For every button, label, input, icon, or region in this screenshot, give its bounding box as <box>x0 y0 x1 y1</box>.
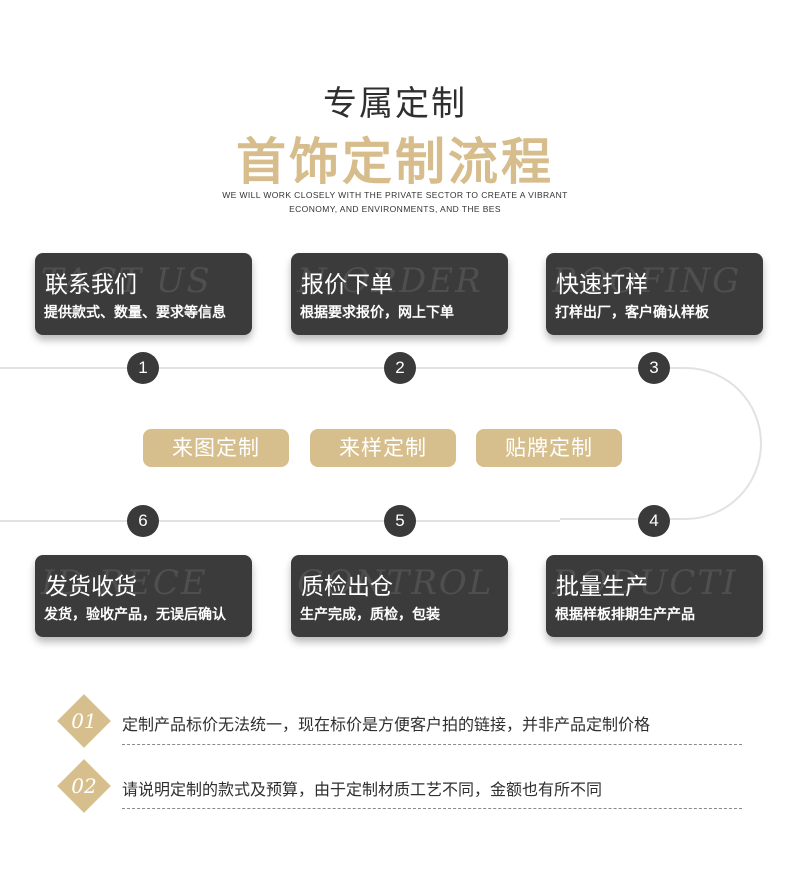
page-title: 首饰定制流程 <box>236 132 554 191</box>
subtitle: 专属定制 <box>323 84 467 124</box>
card-title: 发货收货 <box>45 574 137 600</box>
card-description: 生产完成，质检，包装 <box>300 607 440 623</box>
note-number: 02 <box>71 774 97 798</box>
card-description: 打样出厂，客户确认样板 <box>555 305 709 321</box>
tag-oem-branding: 贴牌定制 <box>476 429 622 467</box>
note-badge-01: 01 <box>56 693 112 749</box>
card-title: 质检出仓 <box>301 574 393 600</box>
step-node-4: 4 <box>638 505 670 537</box>
step-node-2: 2 <box>384 352 416 384</box>
card-title: 批量生产 <box>556 574 648 600</box>
card-title: 报价下单 <box>301 272 393 298</box>
tag-custom-from-sample: 来样定制 <box>310 429 456 467</box>
english-tagline-line-1: WE WILL WORK CLOSELY WITH THE PRIVATE SE… <box>222 190 568 200</box>
card-watermark: ROOFING <box>552 261 742 301</box>
card-watermark: N ORDER <box>297 261 483 301</box>
step-node-3: 3 <box>638 352 670 384</box>
process-track-top <box>0 367 560 369</box>
step-card-delivery: ID RECE 发货收货 发货，验收产品，无误后确认 <box>35 555 252 637</box>
step-card-proofing: ROOFING 快速打样 打样出厂，客户确认样板 <box>546 253 763 335</box>
card-watermark: ID RECE <box>41 563 208 603</box>
note-number: 01 <box>71 709 97 733</box>
step-node-5: 5 <box>384 505 416 537</box>
note-divider-1 <box>122 744 742 745</box>
step-card-quality-control: CONTROL 质检出仓 生产完成，质检，包装 <box>291 555 508 637</box>
tag-custom-from-drawing: 来图定制 <box>143 429 289 467</box>
step-card-contact: TACT US 联系我们 提供款式、数量、要求等信息 <box>35 253 252 335</box>
card-description: 发货，验收产品，无误后确认 <box>44 607 226 623</box>
step-card-quote-order: N ORDER 报价下单 根据要求报价，网上下单 <box>291 253 508 335</box>
card-description: 提供款式、数量、要求等信息 <box>44 305 226 321</box>
card-description: 根据样板排期生产产品 <box>555 607 695 623</box>
step-node-1: 1 <box>127 352 159 384</box>
card-watermark: CONTROL <box>297 563 494 603</box>
step-card-mass-production: RODUCTI 批量生产 根据样板排期生产产品 <box>546 555 763 637</box>
note-badge-02: 02 <box>56 758 112 814</box>
process-track-bottom <box>0 520 560 522</box>
note-divider-2 <box>122 808 742 809</box>
step-node-6: 6 <box>127 505 159 537</box>
english-tagline-line-2: ECONOMY, AND ENVIRONMENTS, AND THE BES <box>289 204 501 214</box>
card-title: 快速打样 <box>556 272 648 298</box>
card-title: 联系我们 <box>45 272 137 298</box>
card-watermark: RODUCTI <box>552 563 738 603</box>
note-text-pricing: 定制产品标价无法统一，现在标价是方便客户拍的链接，并非产品定制价格 <box>122 715 651 734</box>
card-watermark: TACT US <box>41 261 212 301</box>
note-text-budget: 请说明定制的款式及预算，由于定制材质工艺不同，金额也有所不同 <box>122 780 603 799</box>
card-description: 根据要求报价，网上下单 <box>300 305 454 321</box>
